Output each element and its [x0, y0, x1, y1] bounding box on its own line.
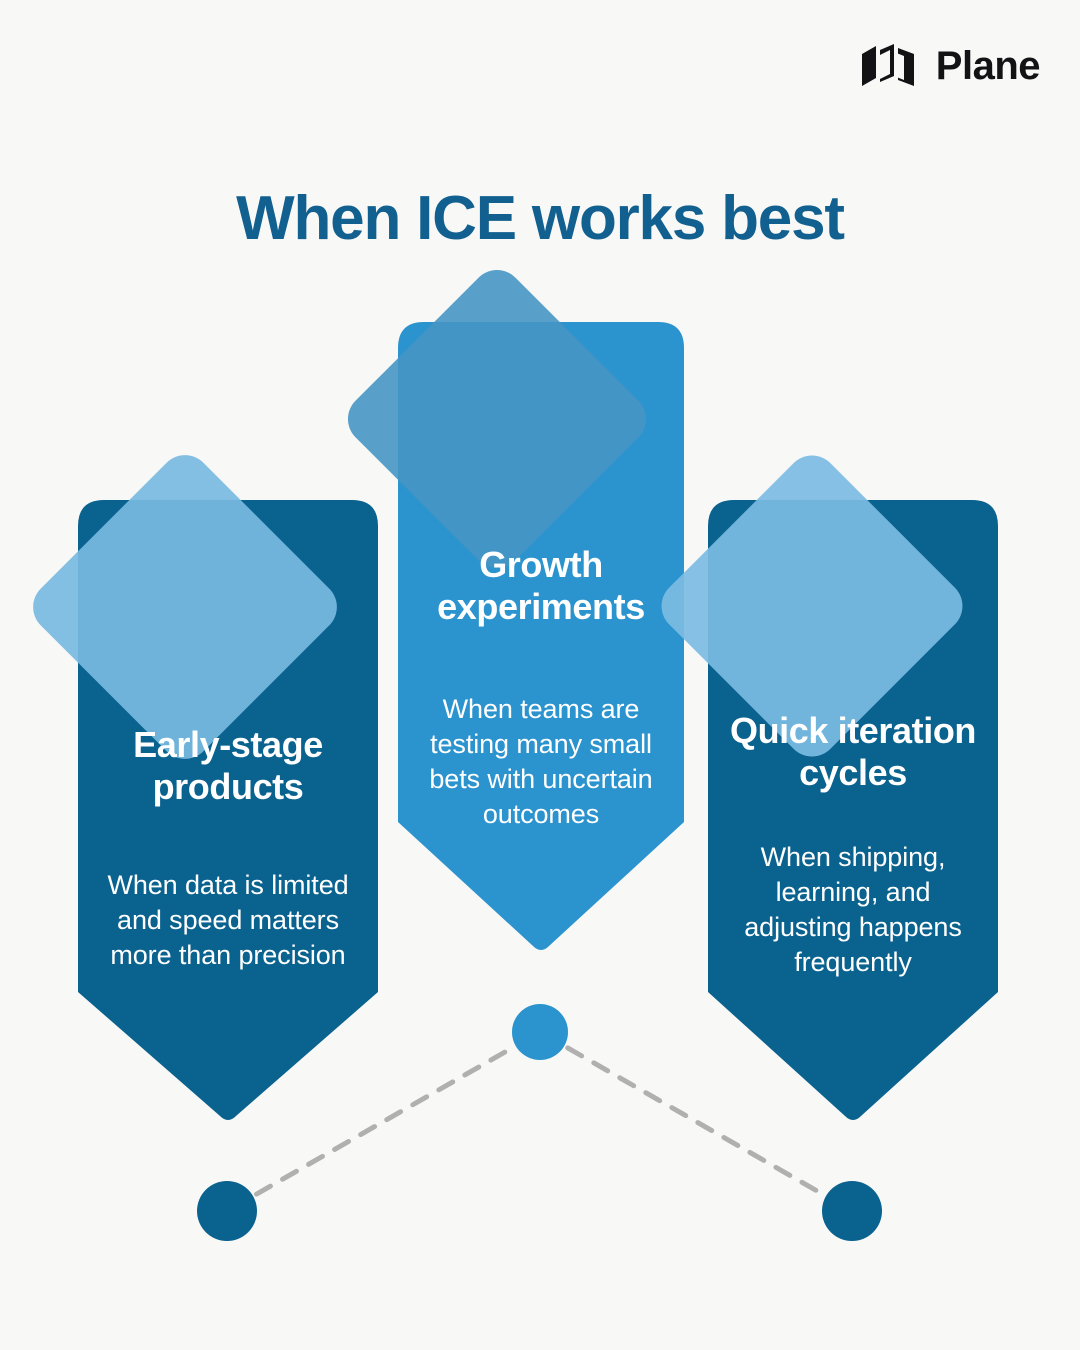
node-right[interactable]: [822, 1181, 882, 1241]
connector-line: [565, 1045, 826, 1197]
pillar-description: When shipping, learning, and adjusting h…: [744, 842, 962, 978]
pillar-heading: Quick iteration cycles: [729, 710, 977, 794]
pillar-quick-iteration-cycles[interactable]: Quick iteration cycles When shipping, le…: [650, 444, 998, 1130]
brand-lockup: Plane: [860, 44, 1041, 88]
connector-line: [254, 1045, 515, 1197]
node-center[interactable]: [512, 1004, 568, 1060]
pillar-body-wrap: When shipping, learning, and adjusting h…: [708, 840, 998, 980]
page-title: When ICE works best: [236, 184, 845, 253]
pillar-description: When data is limited and speed matters m…: [107, 870, 349, 971]
pillar-heading-wrap: Growth experiments: [398, 544, 684, 629]
pillar-heading-wrap: Early-stage products: [78, 724, 378, 809]
node-left[interactable]: [197, 1181, 257, 1241]
pillar-early-stage-products[interactable]: Early-stage products When data is limite…: [22, 444, 378, 1130]
pillar-heading: Growth experiments: [437, 544, 645, 628]
pillar-body-wrap: When teams are testing many small bets w…: [398, 692, 684, 832]
pillar-growth-experiments[interactable]: Growth experiments When teams are testin…: [337, 259, 684, 960]
pillar-heading-wrap: Quick iteration cycles: [708, 710, 998, 795]
brand-name: Plane: [935, 44, 1041, 88]
pillar-description: When teams are testing many small bets w…: [429, 694, 653, 830]
plane-logo-icon: [860, 44, 922, 88]
pillar-heading: Early-stage products: [133, 724, 323, 808]
pillar-body-wrap: When data is limited and speed matters m…: [78, 868, 378, 973]
